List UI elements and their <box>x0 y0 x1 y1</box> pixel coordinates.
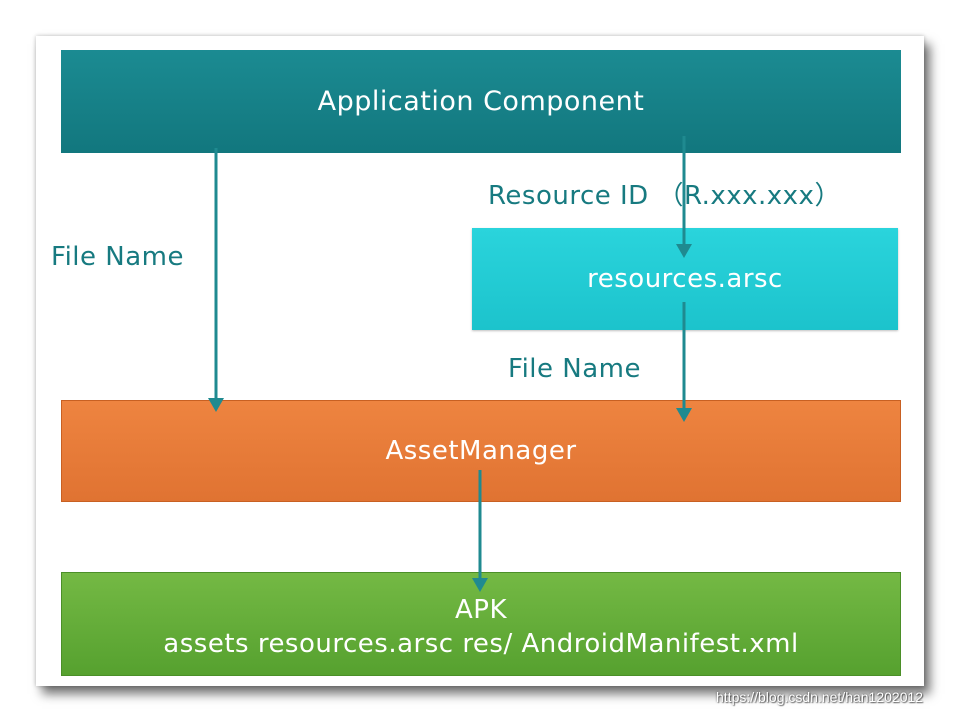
diagram-slide: Application Component resources.arsc Ass… <box>36 36 924 686</box>
file-name-label-left: File Name <box>51 242 184 272</box>
apk-contents: assets resources.arsc res/ AndroidManife… <box>163 629 799 659</box>
resources-arsc-label: resources.arsc <box>587 264 783 294</box>
resource-id-label: Resource ID （R.xxx.xxx） <box>488 181 841 211</box>
asset-manager-label: AssetManager <box>385 436 577 466</box>
application-component-label: Application Component <box>317 86 645 117</box>
watermark-text: https://blog.csdn.net/han1202012 <box>716 689 924 705</box>
apk-title: APK <box>454 595 507 625</box>
connector-arrows <box>208 136 692 592</box>
arrow-app-to-assetmanager-head <box>208 398 224 412</box>
application-component-box: Application Component <box>61 50 901 153</box>
file-name-label-right: File Name <box>508 354 641 384</box>
arrow-app-to-arsc-head <box>676 244 692 258</box>
arrow-assetmanager-to-apk-head <box>472 578 488 592</box>
arrow-arsc-to-assetmanager-head <box>676 408 692 422</box>
